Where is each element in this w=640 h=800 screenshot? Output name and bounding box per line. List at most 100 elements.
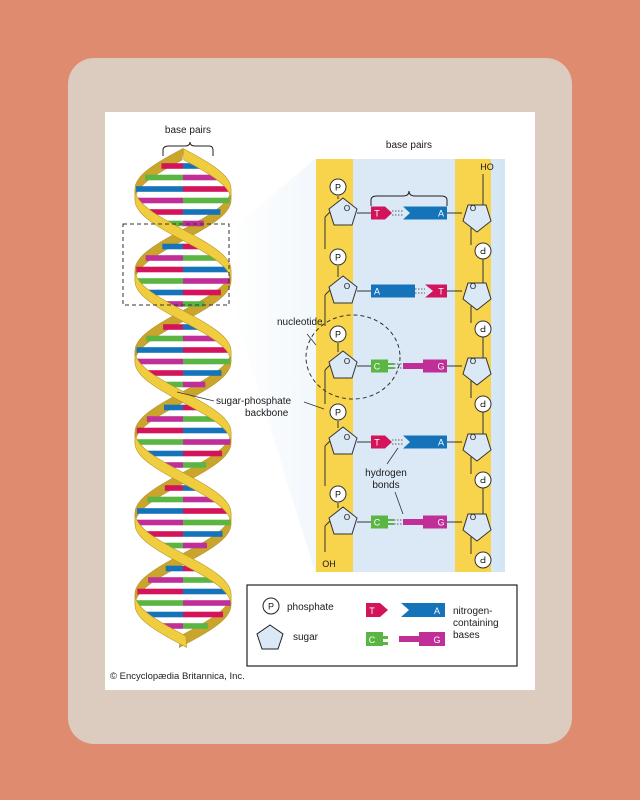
helix-base-pair-left — [136, 197, 183, 204]
helix-base-pair-right — [183, 611, 224, 618]
cytosine-base — [371, 359, 388, 373]
sugar-ring — [328, 426, 358, 455]
phosphate-circle — [474, 551, 492, 569]
sugar-group: O — [328, 197, 358, 226]
helix-base-pair-right — [183, 220, 204, 227]
sugar-oxygen: O — [344, 513, 350, 522]
phosphate-letter: P — [335, 489, 341, 499]
helix-base-pair-left — [146, 335, 183, 342]
phosphate-group: P — [474, 320, 492, 338]
helix-base-pair-right — [183, 347, 230, 353]
phosphate-circle — [329, 248, 347, 266]
helix-base-pair-left — [162, 243, 183, 250]
helix-base-pair-left — [165, 565, 183, 572]
legend-cytosine-letter: C — [369, 635, 376, 645]
helix-strand-segment — [134, 512, 232, 606]
helix-base-pair-left — [136, 278, 183, 284]
helix-base-pair-left — [145, 174, 183, 181]
nitrogen-base: T — [371, 206, 392, 220]
sugar-group: O — [328, 506, 358, 535]
legend-box — [246, 584, 518, 667]
helix-base-pair-right — [183, 531, 223, 537]
sugar-oxygen: O — [470, 513, 476, 522]
legend-adenine-letter: A — [434, 606, 440, 616]
hydrogen-pointer-bottom — [394, 491, 404, 515]
phosphate-letter: P — [335, 182, 341, 192]
helix-base-pair-right — [183, 450, 223, 457]
zoom-box — [122, 223, 230, 306]
phosphate-circle — [474, 320, 492, 338]
helix-base-pair-left — [164, 485, 183, 491]
helix-base-pair-left — [144, 370, 183, 376]
cytosine-prong — [388, 519, 394, 521]
helix-base-pair-left — [161, 163, 183, 169]
helix-base-pair-left — [146, 416, 183, 422]
sugar-phosphate-label-1: sugar-phosphate — [216, 396, 291, 407]
phosphate-group: P — [474, 242, 492, 260]
phosphate-letter: P — [335, 407, 341, 417]
phosphate-circle — [329, 325, 347, 343]
end-label-bottom: OH — [322, 559, 336, 569]
helix-base-pair-right — [183, 600, 231, 606]
helix-strand-segment — [134, 431, 232, 525]
helix-strand-segment — [134, 593, 188, 649]
guanine-base — [423, 515, 447, 529]
helix-base-pair-right — [183, 186, 230, 192]
nitrogen-base: C — [371, 515, 394, 529]
phosphate-group: P — [329, 178, 347, 196]
helix-base-pair-left — [163, 324, 183, 330]
sugar-ring — [328, 275, 358, 304]
legend-bases-label-3: bases — [453, 630, 480, 641]
helix-front-strands — [134, 147, 232, 649]
helix-base-pair-left — [147, 496, 183, 503]
sugar-group: O — [328, 426, 358, 455]
helix-base-pair-left — [136, 347, 183, 353]
base-letter: A — [374, 287, 380, 297]
nitrogen-base: G — [403, 359, 447, 373]
sugar-oxygen: O — [470, 282, 476, 291]
helix-base-pair-right — [183, 577, 218, 583]
phosphate-letter: P — [480, 555, 486, 565]
phosphate-circle — [329, 178, 347, 196]
phosphate-group: P — [474, 395, 492, 413]
helix-base-pair-left — [135, 358, 183, 365]
phosphate-circle — [329, 485, 347, 503]
helix-base-pair-right — [183, 209, 221, 215]
helix-base-pair-left — [135, 439, 183, 445]
phosphate-circle — [329, 403, 347, 421]
helix-base-pair-right — [183, 358, 231, 365]
helix-base-pair-left — [137, 588, 183, 595]
hydrogen-pointer-top — [386, 447, 399, 465]
phosphate-group: P — [329, 403, 347, 421]
helix-base-pair-right — [183, 462, 207, 468]
helix-base-pair-right — [183, 542, 207, 549]
cytosine-base — [371, 515, 388, 529]
helix-base-pair-right — [183, 623, 208, 629]
helix-base-pair-left — [160, 381, 183, 388]
hydrogen-label-2: bonds — [372, 480, 399, 491]
helix-base-pair-left — [145, 255, 183, 261]
phosphate-letter: P — [335, 252, 341, 262]
helix-base-pair-right — [183, 370, 222, 376]
base-pairs-brace-right — [370, 190, 448, 206]
phosphate-group: P — [329, 485, 347, 503]
legend: P phosphate sugar T A C G nitrogen- cont… — [246, 584, 518, 667]
sugar-oxygen: O — [470, 433, 476, 442]
backbone-pointer-right — [303, 401, 325, 410]
base-pairs-label-left: base pairs — [165, 125, 211, 136]
base-letter: T — [374, 438, 380, 448]
phosphate-letter: P — [480, 399, 486, 409]
helix-base-pair-left — [162, 220, 183, 227]
phosphate-letter: P — [480, 324, 486, 334]
sugar-group: O — [462, 282, 492, 311]
sugar-oxygen: O — [344, 357, 350, 366]
phosphate-circle — [474, 471, 492, 489]
base-letter: T — [438, 287, 444, 297]
left-backbone-chain — [324, 196, 339, 552]
sugar-group: O — [462, 513, 492, 542]
helix-base-pair-left — [159, 542, 183, 549]
legend-phosphate-symbol: P — [268, 602, 274, 612]
helix-base-pair-left — [163, 404, 183, 411]
cytosine-prong — [388, 523, 394, 525]
